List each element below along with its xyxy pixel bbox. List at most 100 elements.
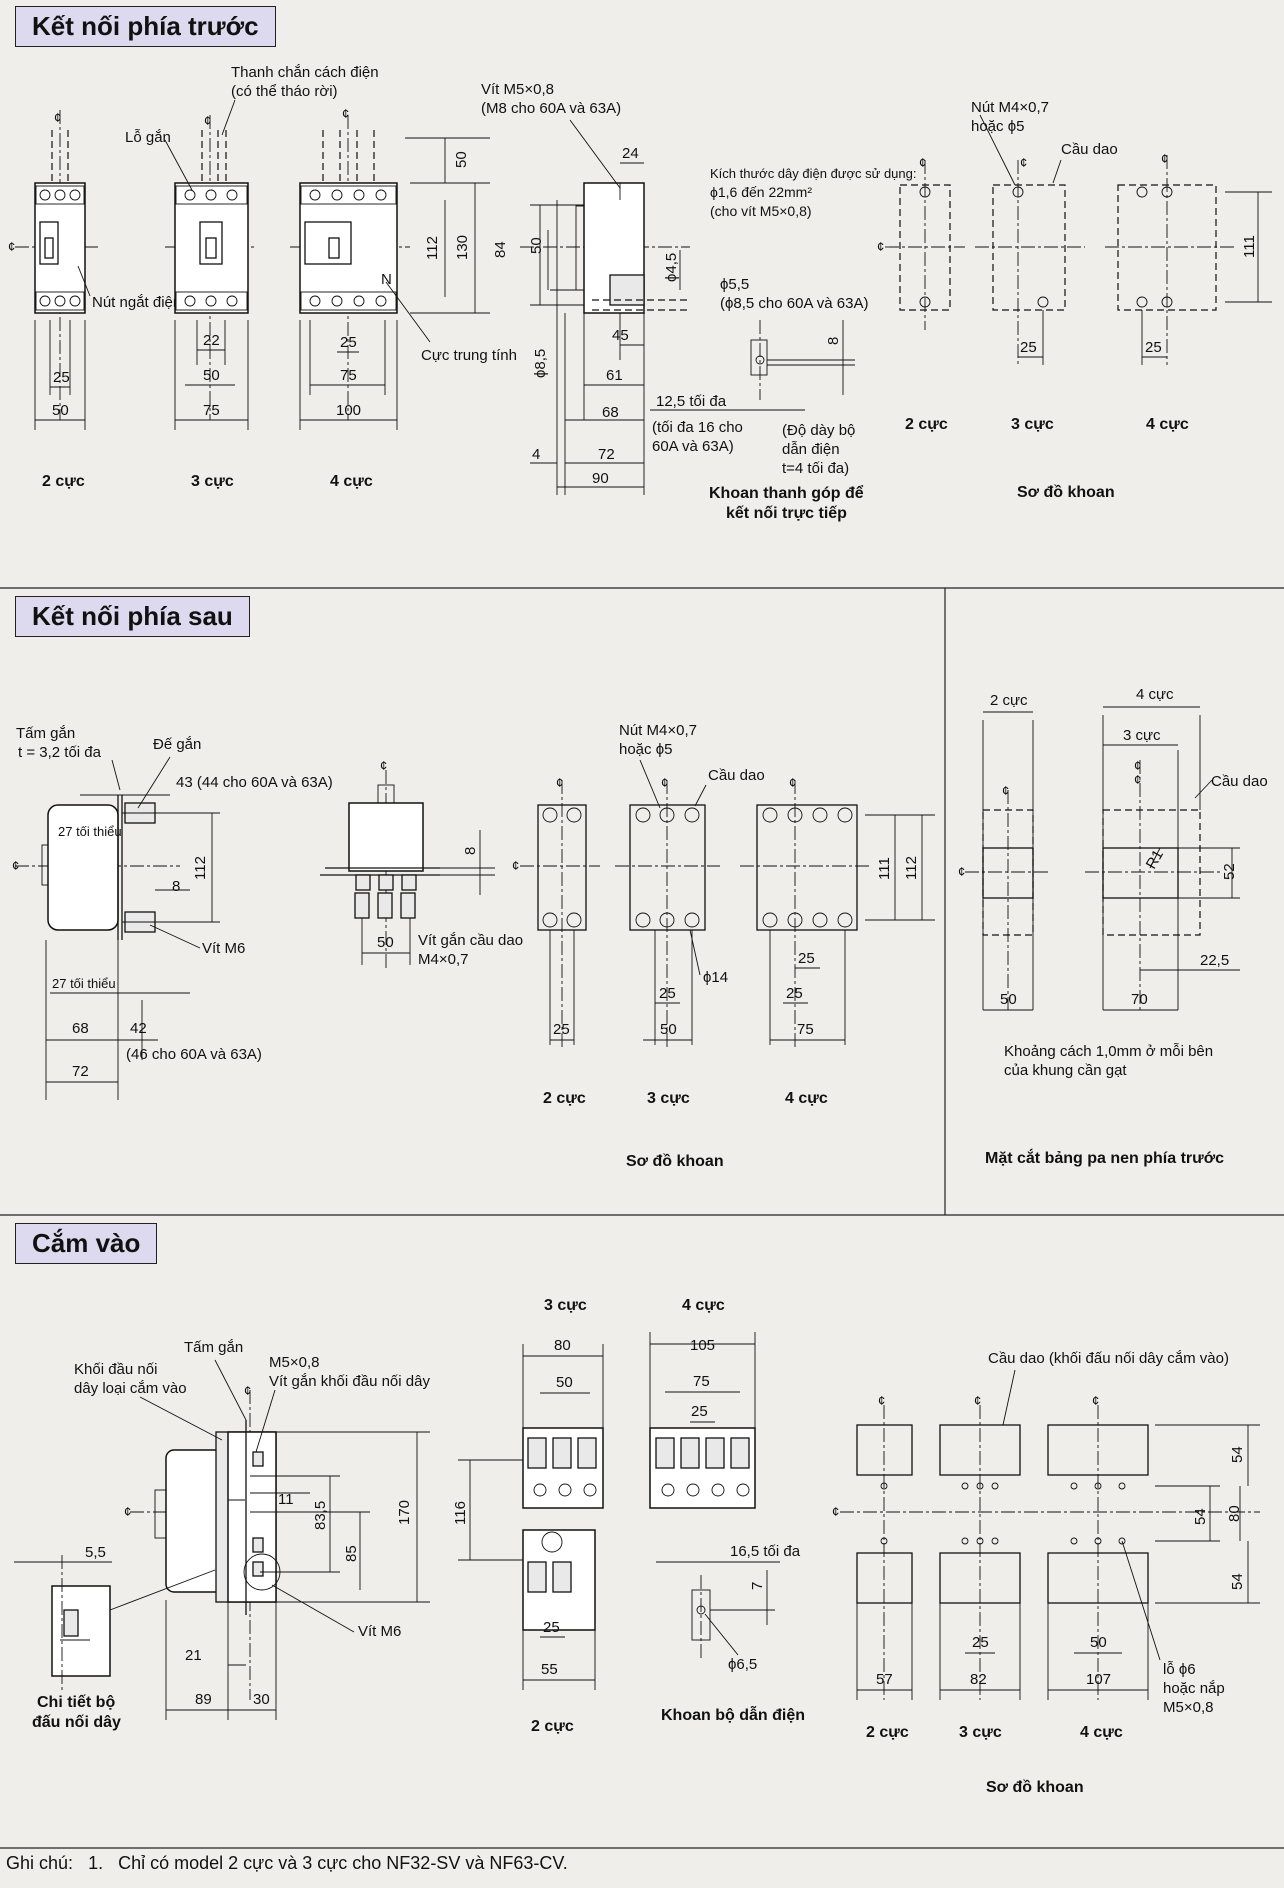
dim-22: 22 <box>203 332 220 349</box>
dim-70: 70 <box>1131 991 1148 1008</box>
dim-4: 4 <box>532 446 540 463</box>
plug-drill-3pole <box>939 1405 1021 1700</box>
label-base: Đế gắn <box>153 736 201 753</box>
caption-rear-3pole: 3 cực <box>647 1090 690 1107</box>
dim-7: 7 <box>749 1582 766 1590</box>
label-wire-1: Kích thước dây điện được sử dụng: <box>710 166 916 181</box>
section-header-rear: Kết nối phía sau <box>15 596 250 637</box>
dim-25: 25 <box>53 369 70 386</box>
label-cut-breaker: Cầu dao <box>1211 773 1268 790</box>
dim-85: 85 <box>343 1545 360 1562</box>
footnote-prefix: Ghi chú: <box>6 1853 74 1873</box>
label-cb-screw-2: M4×0,7 <box>418 951 468 968</box>
cl-mark: ¢ <box>54 110 61 125</box>
plug-base-4pole <box>649 1427 756 1509</box>
plug-base-2pole <box>522 1529 596 1690</box>
dim-25: 25 <box>340 334 357 351</box>
plug-base-3pole <box>522 1427 604 1509</box>
dim-170: 170 <box>396 1500 413 1525</box>
label-m5-a: M5×0,8 <box>269 1354 319 1371</box>
front-drill-2pole <box>885 160 965 330</box>
svg-text:¢: ¢ <box>661 775 668 790</box>
caption-detail-2: đấu nối dây <box>32 1714 121 1731</box>
caption-plug-2pole: 2 cực <box>531 1718 574 1735</box>
caption-plug-drill: Sơ đồ khoan <box>986 1779 1084 1796</box>
svg-text:¢: ¢ <box>919 155 926 170</box>
caption-busbar-2: kết nối trực tiếp <box>726 505 847 522</box>
dim-111: 111 <box>1241 235 1258 258</box>
caption-plug-drill-4pole: 4 cực <box>1080 1724 1123 1741</box>
cl-mark: ¢ <box>342 106 349 121</box>
svg-text:¢: ¢ <box>974 1393 981 1408</box>
svg-text:¢: ¢ <box>512 858 519 873</box>
label-neutral: Cực trung tính <box>421 347 517 364</box>
dim-54: 54 <box>1229 1446 1246 1463</box>
dim-112: 112 <box>424 236 441 260</box>
dim-25: 25 <box>786 985 803 1002</box>
front-drill-4pole <box>1105 155 1235 365</box>
svg-text:¢: ¢ <box>1092 1393 1099 1408</box>
caption-2pole: 2 cực <box>42 473 85 490</box>
label-hole85: (ϕ8,5 cho 60A và 63A) <box>720 295 869 312</box>
dim-225: 22,5 <box>1200 952 1229 969</box>
dim-25: 25 <box>691 1403 708 1420</box>
label-27a: 27 tối thiểu <box>58 824 122 839</box>
dim-54: 54 <box>1192 1508 1209 1525</box>
label-mounting-hole: Lỗ gắn <box>125 129 171 146</box>
label-65: ϕ6,5 <box>728 1656 757 1673</box>
dim-55: 55 <box>541 1661 558 1678</box>
panel-cutout-2pole <box>965 720 1050 1010</box>
conductor-drawing <box>691 1570 775 1660</box>
label-block-1: Khối đầu nối <box>74 1361 157 1378</box>
caption-drill-4pole: 4 cực <box>1146 416 1189 433</box>
terminal-detail <box>51 1555 216 1690</box>
dim-25: 25 <box>553 1021 570 1038</box>
caption-busbar-1: Khoan thanh góp để <box>709 484 864 502</box>
caption-plug-drill-3pole: 3 cực <box>959 1724 1002 1741</box>
label-phi14: ϕ14 <box>703 969 728 986</box>
dim-55: 5,5 <box>85 1544 106 1561</box>
svg-text:¢: ¢ <box>1134 772 1141 787</box>
svg-text:¢: ¢ <box>832 1504 839 1519</box>
dim-100: 100 <box>336 402 361 419</box>
dim-82: 82 <box>970 1671 987 1688</box>
caption-plug-drill-2pole: 2 cực <box>866 1724 909 1741</box>
svg-text:¢: ¢ <box>1134 758 1141 773</box>
label-cut-4pole: 4 cực <box>1136 686 1174 703</box>
dim-112: 112 <box>192 856 209 880</box>
label-plate-1: Tấm gắn <box>16 725 75 742</box>
dim-107: 107 <box>1086 1671 1111 1688</box>
dim-phi45: ϕ4,5 <box>663 253 680 282</box>
caption-rear-4pole: 4 cực <box>785 1090 828 1107</box>
dim-72: 72 <box>598 446 615 463</box>
caption-rear-drill: Sơ đồ khoan <box>626 1153 724 1170</box>
dim-50: 50 <box>52 402 69 419</box>
dim-116: 116 <box>452 1501 469 1525</box>
svg-text:¢: ¢ <box>556 775 563 790</box>
svg-text:¢: ¢ <box>1161 151 1168 166</box>
dim-25: 25 <box>798 950 815 967</box>
dim-89: 89 <box>195 1691 212 1708</box>
label-rear-breaker: Cầu dao <box>708 767 765 784</box>
label-block-2: dây loại cắm vào <box>74 1380 187 1397</box>
label-m6: Vít M6 <box>202 940 245 957</box>
front-drill-3pole <box>975 160 1085 365</box>
dim-61: 61 <box>606 367 623 384</box>
dim-90: 90 <box>592 470 609 487</box>
caption-detail-1: Chi tiết bộ <box>37 1694 115 1711</box>
label-gap-1: Khoảng cách 1,0mm ở mỗi bên <box>1004 1043 1213 1060</box>
dim-52: 52 <box>1221 863 1238 880</box>
svg-text:¢: ¢ <box>12 858 19 873</box>
label-nut-1: Nút M4×0,7 <box>971 99 1049 116</box>
plugin-side-view <box>130 1390 281 1700</box>
label-hole-3: M5×0,8 <box>1163 1699 1213 1716</box>
panel-cutout-4pole <box>1085 715 1220 1010</box>
label-thick-1: (Độ dày bộ <box>782 422 855 439</box>
footnote-text: Chỉ có model 2 cực và 3 cực cho NF32-SV … <box>118 1853 568 1873</box>
rear-drill-3pole <box>615 780 720 1050</box>
caption-plug-4pole: 4 cực <box>682 1297 725 1314</box>
caption-4pole: 4 cực <box>330 473 373 490</box>
label-max16a: (tối đa 16 cho <box>652 419 743 436</box>
dim-25: 25 <box>1020 339 1037 356</box>
section-header-front: Kết nối phía trước <box>15 6 276 47</box>
